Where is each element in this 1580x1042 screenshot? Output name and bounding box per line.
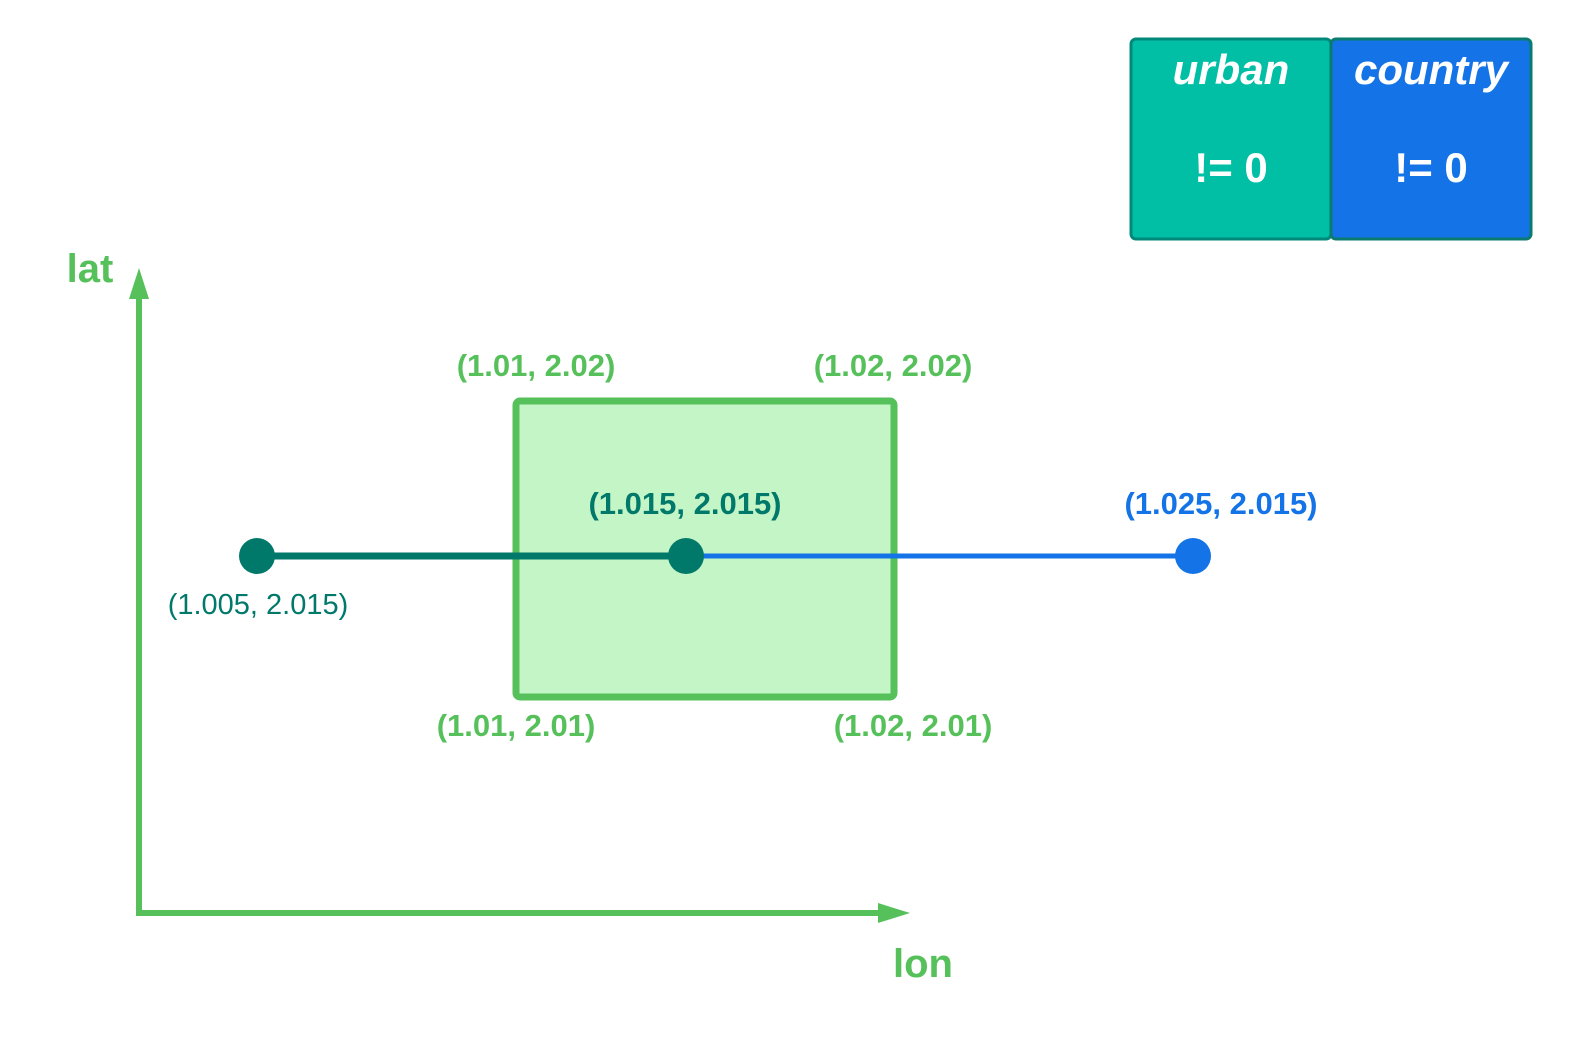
legend-country-title: country bbox=[1354, 46, 1511, 93]
point-center-label: (1.015, 2.015) bbox=[588, 486, 781, 521]
point-center bbox=[668, 538, 704, 574]
point-right bbox=[1175, 538, 1211, 574]
box-bottom-right-label: (1.02, 2.01) bbox=[834, 708, 993, 743]
legend-country-value: != 0 bbox=[1394, 144, 1468, 191]
points: (1.005, 2.015) (1.015, 2.015) (1.025, 2.… bbox=[168, 486, 1318, 621]
legend-urban-value: != 0 bbox=[1194, 144, 1268, 191]
box-bottom-left-label: (1.01, 2.01) bbox=[437, 708, 596, 743]
axes: lat lon bbox=[67, 247, 953, 986]
legend-urban-title: urban bbox=[1173, 46, 1290, 93]
box-top-left-label: (1.01, 2.02) bbox=[457, 348, 616, 383]
point-left-label: (1.005, 2.015) bbox=[168, 589, 349, 621]
arrow-up-icon bbox=[129, 268, 149, 299]
y-axis-label: lat bbox=[67, 247, 114, 291]
box-top-right-label: (1.02, 2.02) bbox=[814, 348, 973, 383]
legend: urban != 0 country != 0 bbox=[1129, 37, 1533, 241]
x-axis-label: lon bbox=[893, 942, 953, 986]
point-left bbox=[239, 538, 275, 574]
legend-country-box bbox=[1329, 37, 1533, 241]
point-right-label: (1.025, 2.015) bbox=[1124, 486, 1317, 521]
bounding-box-rect bbox=[512, 397, 898, 701]
arrow-right-icon bbox=[878, 903, 910, 923]
bounding-box: (1.01, 2.02) (1.02, 2.02) (1.01, 2.01) (… bbox=[437, 348, 993, 743]
